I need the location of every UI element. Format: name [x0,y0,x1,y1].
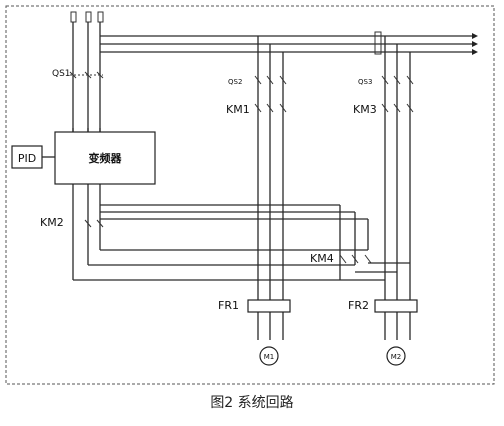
fr2-label: FR2 [348,299,369,312]
qs3-label: QS3 [358,78,372,86]
km3-label: KM3 [353,103,377,116]
m2-label: M2 [391,353,402,361]
qs2-label: QS2 [228,78,242,86]
supply-terminals [70,11,104,23]
inverter: 变频器 [54,128,156,185]
diagram-border [5,5,495,385]
motor-m1 [259,346,279,366]
inverter-output-wiring [73,204,369,281]
branch-m1: QS2 KM1 FR1 M1 [218,36,291,366]
pid-label: PID [18,152,36,165]
km1-label: KM1 [226,103,250,116]
km2-label: KM2 [40,216,64,229]
km2-switch: KM2 [40,216,104,229]
qs1-label: QS1 [52,69,71,79]
branch-m2: QS3 KM3 KM4 FR2 M2 [310,36,418,366]
motor-m2 [386,346,406,366]
inverter-label: 变频器 [89,151,123,165]
fr2-relay [374,299,418,313]
pid-controller: PID [11,145,55,169]
km4-label: KM4 [310,252,334,265]
fr1-relay [247,299,291,313]
fr1-label: FR1 [218,299,239,312]
figure-caption: 图2 系统回路 [210,395,294,411]
m1-label: M1 [264,353,275,361]
qs1-switch: QS1 [52,69,104,79]
